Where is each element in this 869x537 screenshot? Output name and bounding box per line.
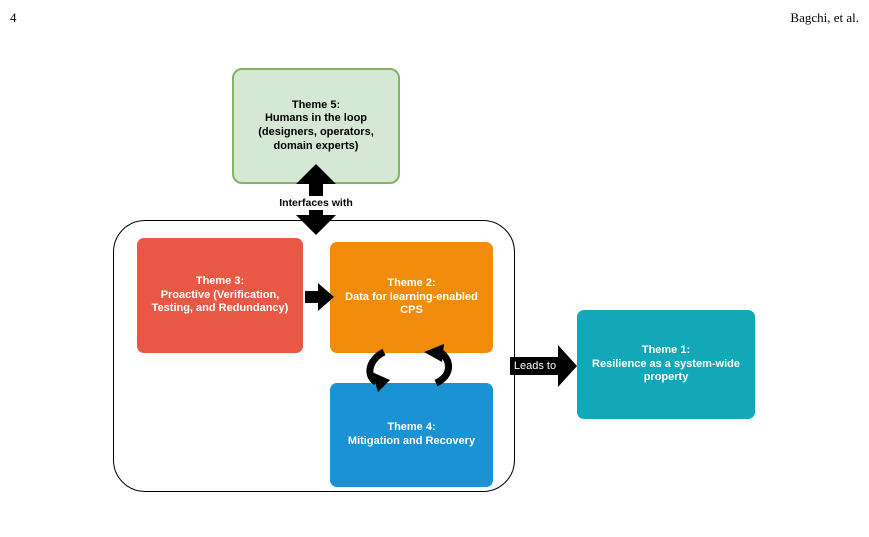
theme-4-mitigation-box: Theme 4: Mitigation and Recovery [330, 383, 493, 487]
curved-arrow-down [366, 348, 386, 385]
interfaces-with-label: Interfaces with [262, 196, 370, 210]
theme-3-proactive-box: Theme 3: Proactive (Verification, Testin… [137, 238, 303, 353]
theme-1-resilience-box: Theme 1: Resilience as a system-wide pro… [577, 310, 755, 419]
theme-2-data-box: Theme 2: Data for learning-enabled CPS [330, 242, 493, 353]
leads-to-label: Leads to [513, 360, 557, 372]
page-number: 4 [10, 10, 17, 25]
system-container [113, 220, 515, 492]
arrow-up-head [296, 164, 336, 184]
page-author-header: Bagchi, et al. [790, 10, 859, 25]
